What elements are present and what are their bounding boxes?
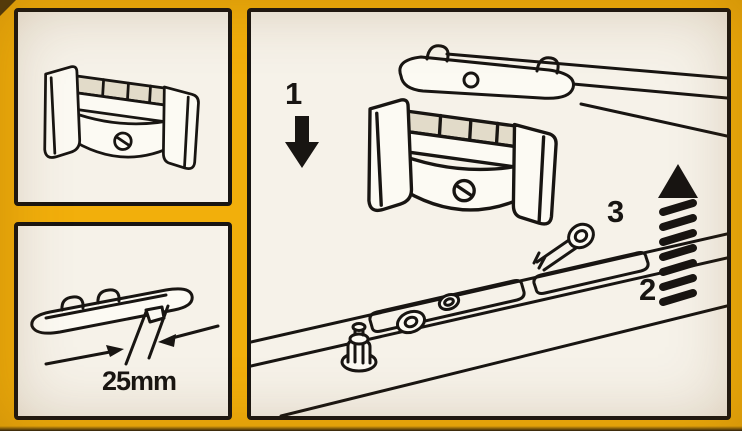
bracket-side-view (30, 287, 194, 366)
step1-down-arrow (285, 116, 319, 168)
step2-up-arrow (658, 164, 698, 306)
bracket-illustration-main (367, 98, 558, 226)
measurement-label: 25mm (102, 366, 177, 396)
spacing-illustration (30, 287, 220, 366)
fasteners-illustration (340, 222, 595, 373)
panel-bracket-view (14, 8, 232, 206)
panel-assembly-view: 1 2 3 (247, 8, 731, 420)
step3-label: 3 (607, 194, 625, 229)
vehicle-rail-illustration (251, 232, 727, 416)
step2-label: 2 (639, 272, 657, 307)
bracket-illustration (43, 65, 200, 170)
panel-spacing-view: 25mm (14, 222, 232, 420)
photo-edge-corner (0, 0, 16, 16)
roof-bar-illustration (398, 44, 727, 138)
spacing-arrows (44, 324, 220, 366)
assembly-illustration (251, 44, 727, 416)
photo-edge-bottom (0, 426, 742, 431)
step1-label: 1 (285, 76, 303, 111)
